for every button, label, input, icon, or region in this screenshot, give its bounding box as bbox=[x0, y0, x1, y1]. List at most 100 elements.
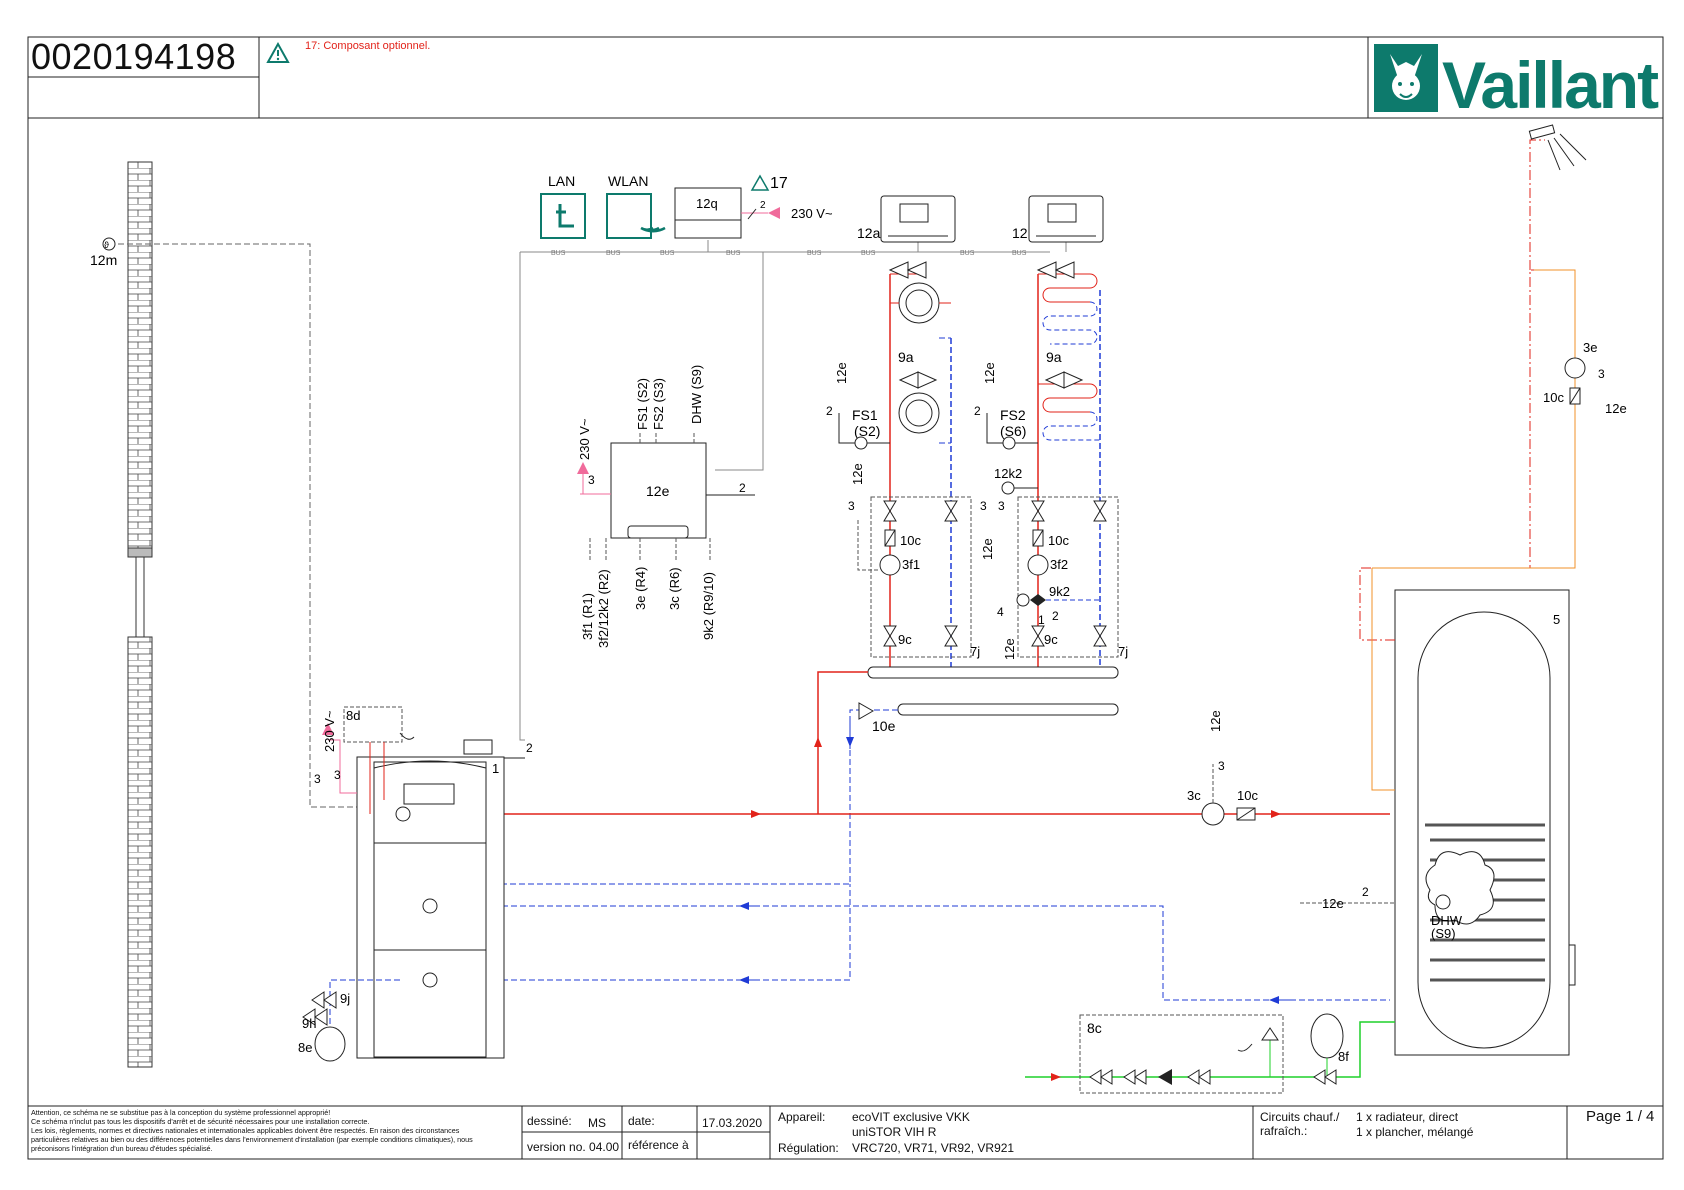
reference-label: référence à bbox=[628, 1138, 689, 1152]
svg-text:12e: 12e bbox=[1605, 401, 1627, 416]
svg-text:5: 5 bbox=[1553, 612, 1560, 627]
drawn-value: MS bbox=[588, 1116, 606, 1130]
svg-text:ϑ: ϑ bbox=[104, 240, 109, 250]
svg-text:2: 2 bbox=[1362, 885, 1369, 899]
svg-text:3f2: 3f2 bbox=[1050, 557, 1068, 572]
module-12e: 12e 3 230 V~ 2 FS1 (S2) FS2 (S3) DHW (S9… bbox=[577, 365, 755, 648]
warning-icon bbox=[266, 41, 290, 63]
svg-text:8e: 8e bbox=[298, 1040, 312, 1055]
wlan-module: WLAN bbox=[606, 173, 666, 239]
hot-water-outlet: 3e 10c 3 12e bbox=[1359, 124, 1627, 791]
expansion-vessel-8e: 8e 9j 9h bbox=[298, 979, 400, 1062]
module-12q: 12q 2 230 V~ 17 bbox=[674, 174, 833, 239]
svg-text:3: 3 bbox=[334, 768, 341, 782]
circuits-label-2: rafraîch.: bbox=[1260, 1124, 1308, 1138]
svg-text:12: 12 bbox=[1012, 225, 1028, 241]
svg-text:3: 3 bbox=[848, 499, 855, 513]
svg-text:DHW: DHW bbox=[1431, 913, 1463, 928]
svg-text:3e: 3e bbox=[1583, 340, 1597, 355]
svg-text:3: 3 bbox=[980, 499, 987, 513]
outdoor-sensor-12m: ϑ 12m bbox=[90, 237, 370, 808]
bus-tag: BUS bbox=[660, 250, 675, 257]
version-label: version no. 04.00 bbox=[527, 1140, 620, 1154]
svg-text:4: 4 bbox=[997, 605, 1004, 619]
drawn-label: dessiné: bbox=[527, 1114, 572, 1128]
svg-text:10c: 10c bbox=[1237, 788, 1258, 803]
bus-tag: BUS bbox=[960, 250, 975, 257]
date-label: date: bbox=[628, 1114, 655, 1128]
page-indicator: Page 1 / 4 bbox=[1586, 1108, 1655, 1125]
date-value: 17.03.2020 bbox=[702, 1116, 763, 1130]
svg-text:3f1 (R1): 3f1 (R1) bbox=[580, 593, 595, 640]
svg-text:12k2: 12k2 bbox=[994, 466, 1022, 481]
circuit-radiator: 1 x radiateur, direct bbox=[1356, 1110, 1459, 1124]
cylinder-charging-pump-3c: 3c 10c 3 12e bbox=[1187, 710, 1258, 826]
title-frame bbox=[27, 36, 1664, 1160]
svg-text:12m: 12m bbox=[90, 252, 117, 268]
svg-text:WLAN: WLAN bbox=[608, 173, 648, 189]
svg-text:12e: 12e bbox=[1208, 710, 1223, 732]
optional-component-note: 17: Composant optionnel. bbox=[305, 40, 431, 52]
svg-text:12e: 12e bbox=[982, 362, 997, 384]
brand-wordmark: Vaillant bbox=[1442, 48, 1659, 122]
svg-text:3: 3 bbox=[588, 473, 595, 487]
svg-text:3: 3 bbox=[1218, 759, 1225, 773]
hydraulic-manifold: 10e bbox=[400, 666, 1119, 885]
svg-text:(S9): (S9) bbox=[1431, 926, 1456, 941]
room-control-12a: 12a bbox=[857, 195, 956, 243]
svg-text:3c: 3c bbox=[1187, 788, 1201, 803]
svg-text:3f2/12k2 (R2): 3f2/12k2 (R2) bbox=[596, 569, 611, 648]
svg-text:9c: 9c bbox=[898, 632, 912, 647]
svg-text:FS2 (S3): FS2 (S3) bbox=[651, 378, 666, 430]
heating-circuit-1: 9a FS1 (S2) 2 12e 12e 10c 3f1 9c 7j 3 bbox=[826, 261, 980, 668]
svg-text:9j: 9j bbox=[340, 991, 350, 1006]
svg-text:12e: 12e bbox=[646, 483, 670, 499]
svg-text:12e: 12e bbox=[850, 463, 865, 485]
svg-text:3: 3 bbox=[314, 772, 321, 786]
bus-tag: BUS bbox=[1012, 250, 1027, 257]
svg-text:12e: 12e bbox=[834, 362, 849, 384]
room-control-12: 12 bbox=[1012, 195, 1104, 243]
bus-tag: BUS bbox=[606, 250, 621, 257]
circuits-label-1: Circuits chauf./ bbox=[1260, 1110, 1340, 1124]
svg-text:FS1: FS1 bbox=[852, 407, 878, 423]
svg-text:FS2: FS2 bbox=[1000, 407, 1026, 423]
svg-text:3c (R6): 3c (R6) bbox=[667, 567, 682, 610]
svg-text:7j: 7j bbox=[970, 644, 980, 659]
svg-text:9k2 (R9/10): 9k2 (R9/10) bbox=[701, 572, 716, 640]
svg-text:9a: 9a bbox=[898, 349, 914, 365]
chimney-wall bbox=[127, 161, 153, 1068]
circuit-underfloor: 1 x plancher, mélangé bbox=[1356, 1125, 1474, 1139]
svg-text:10c: 10c bbox=[1048, 533, 1069, 548]
boiler-1: 1 2 230 V~ 3 3 8d bbox=[314, 706, 533, 1059]
svg-text:9h: 9h bbox=[302, 1016, 316, 1031]
bus-tag: BUS bbox=[807, 250, 822, 257]
svg-text:12e: 12e bbox=[980, 538, 995, 560]
svg-text:7j: 7j bbox=[1118, 644, 1128, 659]
svg-text:2: 2 bbox=[760, 200, 766, 211]
bus-line bbox=[519, 240, 1067, 741]
device-label: Appareil: bbox=[778, 1110, 826, 1124]
primary-piping bbox=[380, 810, 1390, 1004]
svg-text:230 V~: 230 V~ bbox=[322, 710, 337, 752]
vaillant-logo-icon: Vaillant bbox=[1374, 41, 1661, 122]
svg-text:1: 1 bbox=[1038, 613, 1045, 627]
svg-text:9a: 9a bbox=[1046, 349, 1062, 365]
dhw-storage-tank-5: DHW (S9) 5 12e 2 bbox=[1300, 589, 1576, 1056]
svg-text:2: 2 bbox=[826, 404, 833, 418]
svg-text:3e (R4): 3e (R4) bbox=[633, 567, 648, 610]
svg-text:10c: 10c bbox=[1543, 390, 1564, 405]
regulation-value: VRC720, VR71, VR92, VR921 bbox=[852, 1141, 1015, 1155]
svg-text:230 V~: 230 V~ bbox=[791, 206, 833, 221]
svg-text:(S6): (S6) bbox=[1000, 423, 1026, 439]
svg-text:2: 2 bbox=[1052, 609, 1059, 623]
svg-text:3f1: 3f1 bbox=[902, 557, 920, 572]
svg-text:LAN: LAN bbox=[548, 173, 575, 189]
svg-text:9c: 9c bbox=[1044, 632, 1058, 647]
svg-text:2: 2 bbox=[974, 404, 981, 418]
regulation-label: Régulation: bbox=[778, 1141, 839, 1155]
svg-text:10c: 10c bbox=[900, 533, 921, 548]
svg-text:10e: 10e bbox=[872, 718, 896, 734]
bus-tag: BUS bbox=[551, 250, 566, 257]
bus-tag: BUS bbox=[861, 250, 876, 257]
